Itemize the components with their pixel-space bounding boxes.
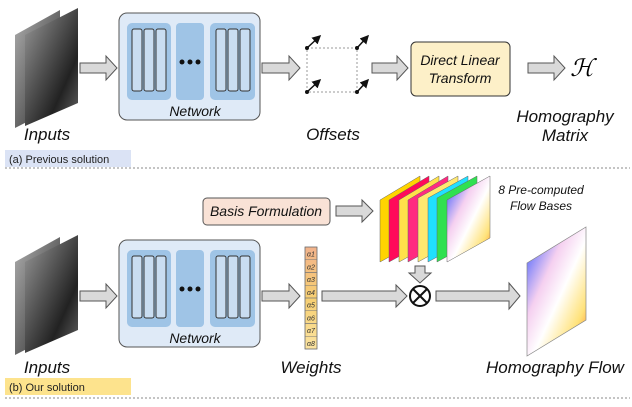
dlt-label: Direct Linear (420, 52, 501, 68)
tag-b-text: (b) Our solution (9, 382, 85, 394)
h-symbol: ℋ (570, 54, 597, 82)
inputs-label: Inputs (24, 125, 71, 144)
weight-cell (304, 336, 318, 350)
arrow (335, 198, 374, 224)
homography-flow-label: Homography Flow (486, 358, 626, 377)
weights-vector: α1 α2 α3 α4 α5 α6 α7 α8 (304, 246, 318, 350)
weight-label: α3 (307, 277, 315, 284)
matrix-label: Homography (516, 107, 615, 126)
network-label: Network (169, 330, 221, 346)
weight-label: α2 (307, 264, 315, 271)
arrow (321, 283, 408, 309)
basis-label: Basis Formulation (210, 203, 322, 219)
homography-flow-image (526, 226, 587, 357)
network-box (118, 12, 261, 121)
inputs-label: Inputs (24, 358, 71, 377)
inputs-image-stack (15, 8, 78, 128)
arrow (435, 281, 521, 311)
flow-bases-stack (379, 175, 491, 263)
arrow (261, 282, 301, 310)
arrow (79, 282, 118, 310)
tag-a-text: (a) Previous solution (9, 154, 109, 166)
offsets-label: Offsets (306, 125, 360, 144)
network-box (118, 239, 261, 348)
arrow (371, 54, 409, 82)
dlt-label: Transform (429, 70, 492, 86)
arrow (261, 54, 301, 82)
tag-a (5, 150, 131, 167)
tag-b (5, 378, 131, 395)
arrow (79, 54, 118, 82)
basis-box (202, 197, 331, 226)
inputs-image-stack (15, 235, 78, 355)
weight-label: α6 (307, 315, 315, 322)
weight-label: α4 (307, 290, 315, 297)
offsets-diagram (305, 34, 370, 94)
arrow (407, 265, 433, 284)
matrix-label: Matrix (542, 126, 589, 145)
weight-label: α7 (307, 328, 316, 335)
dlt-box (410, 41, 511, 97)
bases-label: 8 Pre-computed (498, 183, 584, 197)
weights-label: Weights (280, 358, 342, 377)
weight-label: α1 (307, 252, 315, 259)
weight-label: α8 (307, 341, 315, 348)
weight-label: α5 (307, 303, 315, 310)
network-label: Network (169, 103, 221, 119)
bases-label: Flow Bases (510, 199, 572, 213)
arrow (527, 54, 566, 82)
multiply-icon (409, 285, 431, 307)
